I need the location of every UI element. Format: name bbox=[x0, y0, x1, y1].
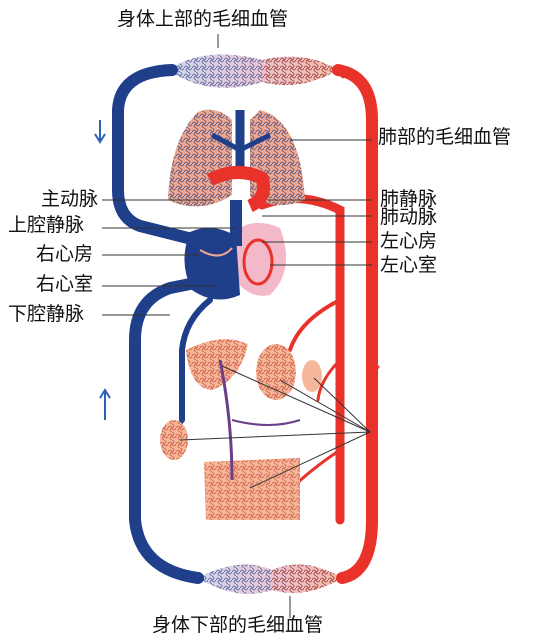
label-aorta: 主动脉 bbox=[41, 190, 98, 209]
upper-capillary-bed bbox=[168, 54, 338, 87]
lower-capillary-bed bbox=[198, 565, 342, 594]
label-left-ventricle: 左心室 bbox=[380, 256, 437, 275]
label-inferior-vena-cava: 下腔静脉 bbox=[8, 305, 84, 324]
label-superior-vena-cava: 上腔静脉 bbox=[8, 216, 84, 235]
label-right-ventricle: 右心室 bbox=[36, 275, 93, 294]
label-lower-capillaries: 身体下部的毛细血管 bbox=[152, 616, 323, 635]
label-pulmonary-artery: 肺动脉 bbox=[380, 208, 437, 227]
label-upper-capillaries: 身体上部的毛细血管 bbox=[117, 10, 288, 29]
label-left-atrium: 左心房 bbox=[380, 232, 437, 251]
label-right-atrium: 右心房 bbox=[36, 245, 93, 264]
lungs bbox=[168, 110, 305, 207]
label-lung-capillaries: 肺部的毛细血管 bbox=[378, 128, 511, 147]
